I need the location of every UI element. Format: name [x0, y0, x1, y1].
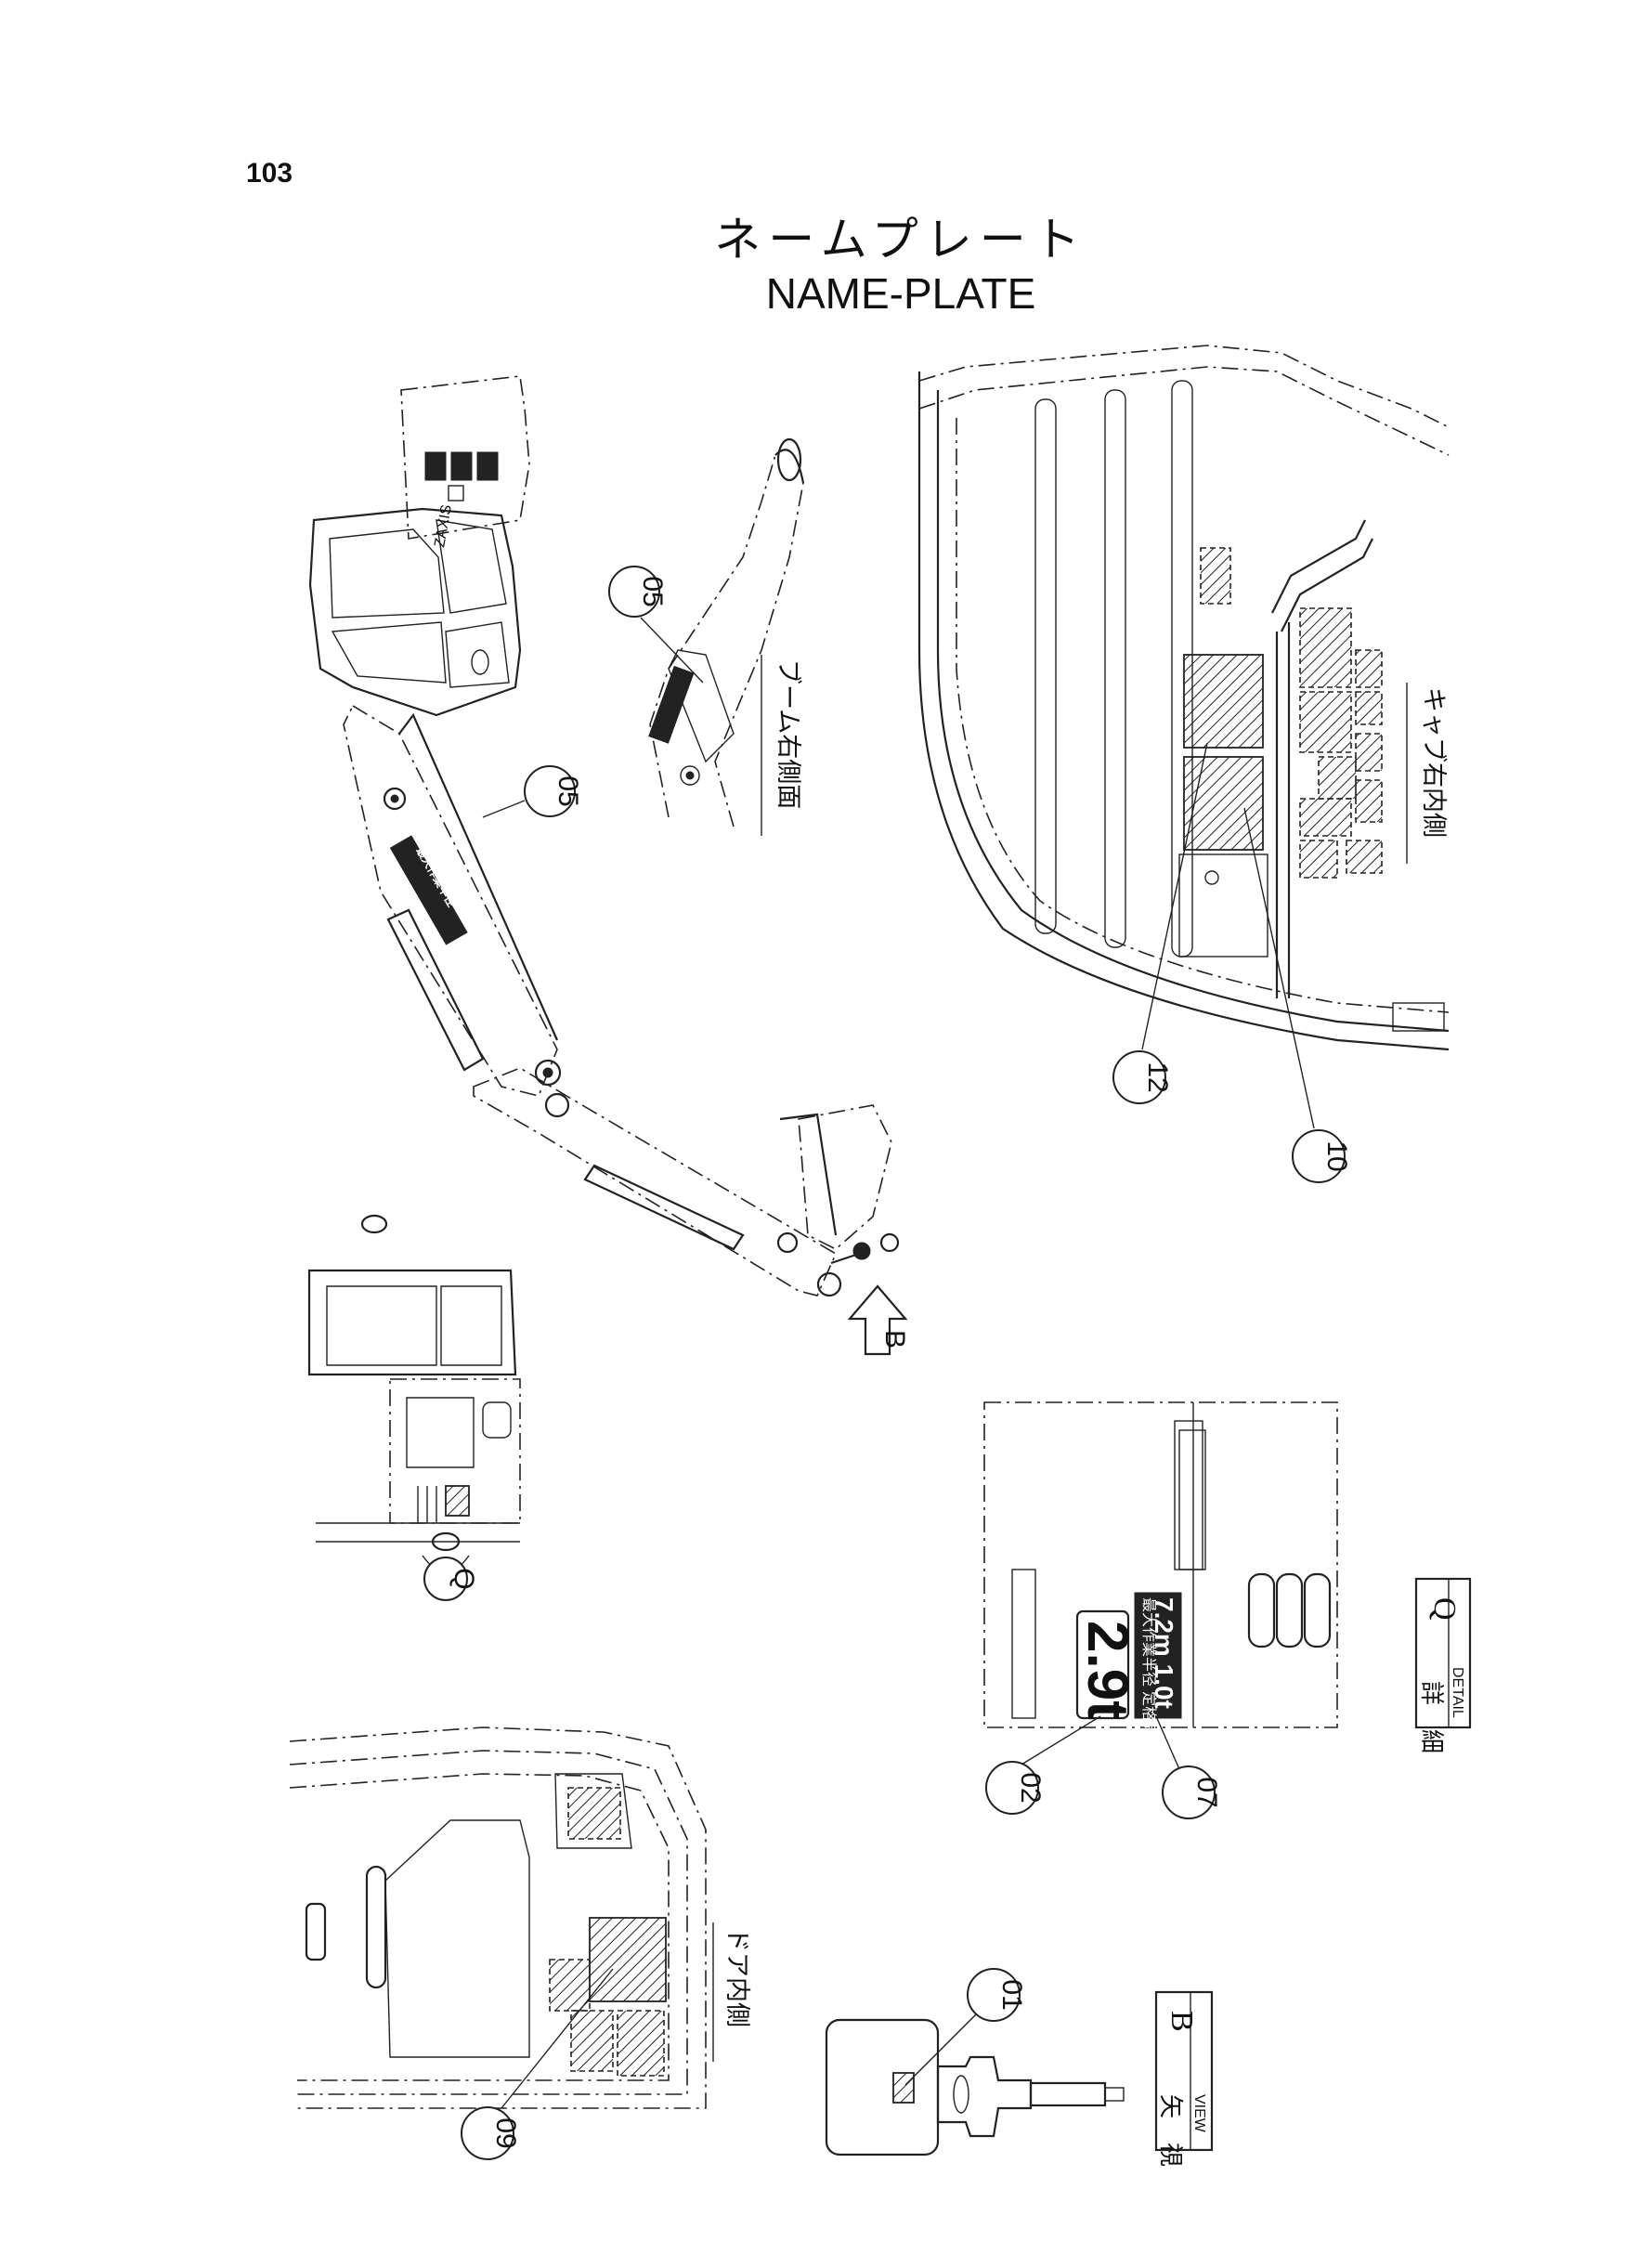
callout-12: [1112, 1050, 1166, 1104]
detail-q-label-box: 詳 細 DETAIL Q: [1414, 1577, 1472, 1753]
callout-05-main: [524, 765, 576, 817]
boom-right-side-detail: [648, 437, 805, 827]
callout-02: [985, 1761, 1039, 1815]
capacity-plate-text: 2.9t: [1075, 1621, 1139, 1720]
excavator-top-view: [307, 1214, 521, 1572]
excavator-side-view: ZAXIS 最大作業半径 B: [308, 375, 910, 1356]
detail-circle-q: [423, 1557, 468, 1601]
cab-right-inner-label: キャブ右内側: [1419, 687, 1448, 838]
callout-12-text: 12: [1142, 1062, 1173, 1092]
title-english: NAME-PLATE: [765, 269, 1036, 318]
detail-circle-q-text: Q: [449, 1568, 479, 1589]
callout-07: [1162, 1765, 1216, 1819]
callout-07-text: 07: [1191, 1777, 1222, 1807]
page-number: 103: [246, 158, 293, 189]
callout-10: [1292, 1129, 1346, 1183]
detail-box-letter: Q: [1427, 1597, 1462, 1621]
detail-box-jp: 詳 細: [1417, 1681, 1445, 1753]
reach-plate-header: 最大作業半径 定格荷重: [1140, 1597, 1158, 1751]
page-title: ネームプレート NAME-PLATE: [706, 212, 1096, 319]
view-b-label-box: 矢 視 VIEW B: [1154, 1990, 1214, 2167]
callout-01: [967, 1968, 1021, 2022]
view-arrow-label: B: [879, 1330, 910, 1348]
detail-q-panel: 2.9t 最大作業半径 定格荷重 7.2m 1.0t: [983, 1401, 1338, 1751]
callout-09-text: 09: [490, 2117, 521, 2148]
callout-10-text: 10: [1321, 1140, 1352, 1171]
door-inner-label: ドア内側: [722, 1927, 751, 2027]
view-box-jp: 矢 視: [1156, 2094, 1184, 2167]
callout-09: [461, 2106, 514, 2160]
callout-05-detail: [608, 566, 660, 618]
callout-05-main-text: 05: [553, 775, 583, 806]
cab-right-inner-view: [917, 345, 1450, 1051]
boom-right-side-label: ブーム右側面: [774, 659, 802, 809]
view-box-en: VIEW: [1191, 2094, 1207, 2133]
reach-plate-values: 7.2m 1.0t: [1150, 1597, 1178, 1709]
callout-05-detail-text: 05: [637, 576, 668, 606]
door-inner-view: [289, 1726, 707, 2109]
detail-box-en: DETAIL: [1450, 1667, 1465, 1718]
view-box-letter: B: [1164, 2011, 1199, 2032]
callout-02-text: 02: [1015, 1772, 1046, 1803]
view-b-component: [825, 2018, 1125, 2156]
callout-01-text: 01: [996, 1979, 1027, 2010]
title-japanese: ネームプレート: [714, 213, 1087, 267]
